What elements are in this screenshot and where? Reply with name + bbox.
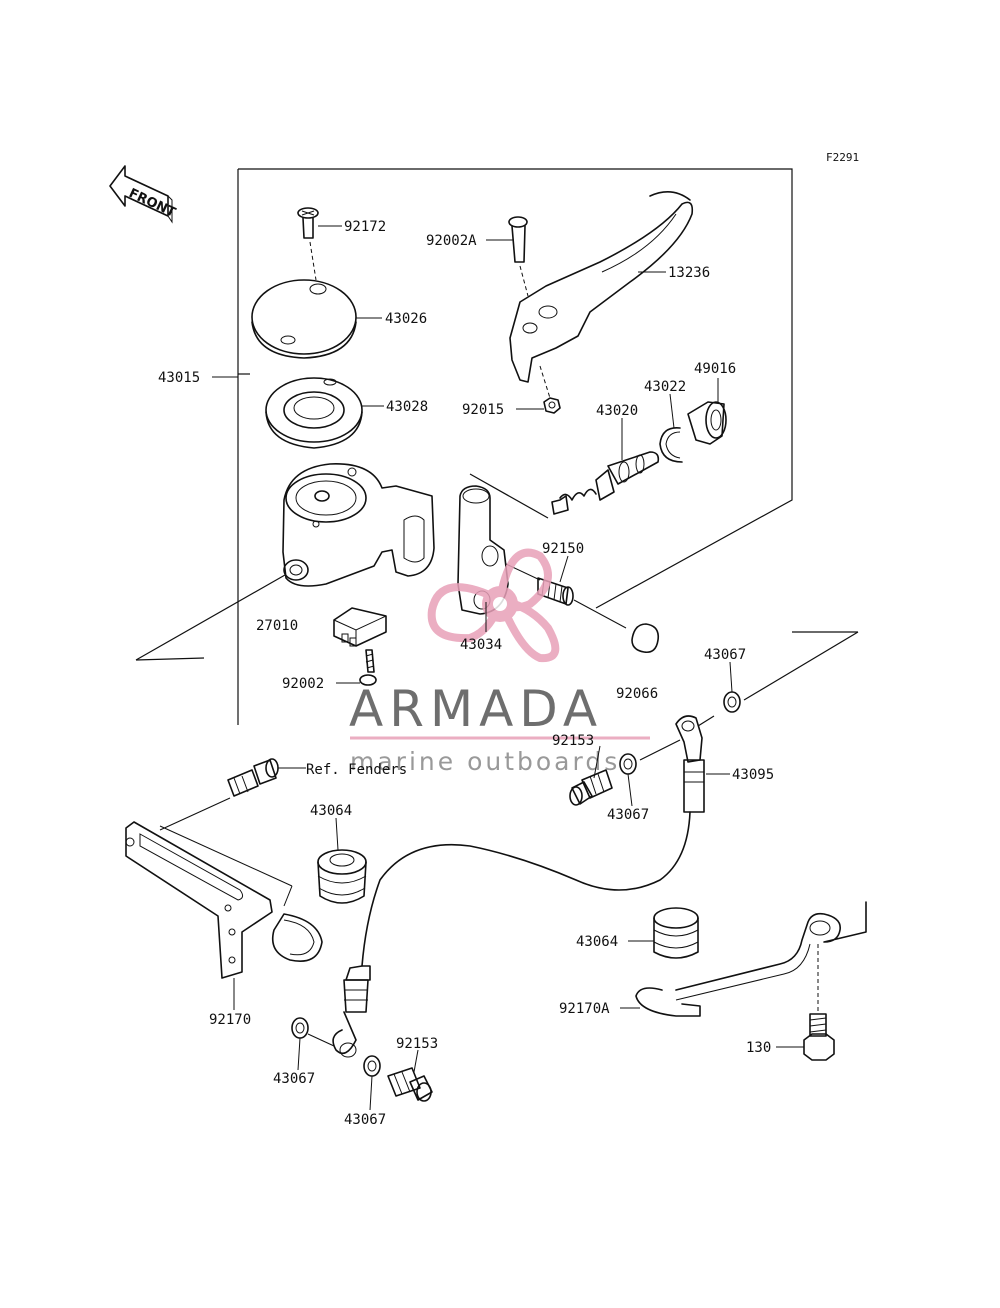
dust-boot-49016 (687, 401, 727, 445)
grommet-43064-left (317, 849, 367, 904)
clamp-loop-left (271, 913, 323, 962)
watermark-brand: ARMADA (349, 680, 603, 738)
bracket-92170a (635, 901, 867, 1017)
brake-hose-43095 (332, 715, 705, 1058)
circlip-43022 (659, 427, 683, 463)
label-43034: 43034 (460, 637, 502, 653)
label-92015: 92015 (462, 402, 504, 418)
bolt-130 (803, 944, 835, 1061)
figure-code: F2291 (826, 151, 859, 164)
watermark-tagline: marine outboards (350, 747, 620, 776)
label-43067-lower-left: 43067 (273, 1071, 315, 1087)
label-43067-upper: 43067 (607, 807, 649, 823)
front-arrow-icon: FRONT (109, 165, 178, 224)
label-43067-top: 43067 (704, 647, 746, 663)
label-43015: 43015 (158, 370, 200, 386)
label-ref-fenders: Ref. Fenders (306, 762, 407, 778)
label-43064-left: 43064 (310, 803, 352, 819)
mount-bolt (159, 758, 279, 831)
label-27010: 27010 (256, 618, 298, 634)
label-92002a: 92002A (426, 233, 477, 249)
washer-43067-upper-left (619, 753, 637, 775)
washer-43067-lower-left (291, 1017, 335, 1047)
switch-27010 (333, 607, 387, 647)
label-130: 130 (746, 1040, 771, 1056)
label-92153-lower: 92153 (396, 1036, 438, 1052)
front-label: FRONT (126, 186, 177, 221)
piston-kit-43020 (551, 451, 660, 515)
label-92150: 92150 (542, 541, 584, 557)
label-49016: 49016 (694, 361, 736, 377)
label-92170: 92170 (209, 1012, 251, 1028)
nut-92015 (539, 365, 561, 414)
banjo-bolt-92153-upper (569, 769, 613, 806)
assembly-frame (135, 168, 793, 725)
plug-cap (631, 623, 660, 654)
label-92170a: 92170A (559, 1001, 610, 1017)
reservoir-cap-43026 (251, 279, 357, 359)
screw-92002 (359, 649, 377, 686)
armada-watermark: ARMADA marine outboards (349, 548, 650, 776)
label-43095: 43095 (732, 767, 774, 783)
bolt-92150 (505, 563, 627, 629)
label-43026: 43026 (385, 311, 427, 327)
label-92153-upper: 92153 (552, 733, 594, 749)
label-43064-right: 43064 (576, 934, 618, 950)
label-43020: 43020 (596, 403, 638, 419)
leader-lines (212, 225, 804, 1111)
banjo-bolt-92153-lower (387, 1067, 433, 1102)
label-43028: 43028 (386, 399, 428, 415)
label-92172: 92172 (344, 219, 386, 235)
pivot-bolt-92002a (508, 216, 529, 297)
label-92002: 92002 (282, 676, 324, 692)
brake-lever-13236 (509, 191, 694, 383)
bracket-92170 (125, 821, 293, 979)
diaphragm-43028 (265, 377, 363, 449)
label-92066: 92066 (616, 686, 658, 702)
washer-43067-lower-right (363, 1055, 381, 1077)
washer-43067-upper-right (723, 691, 741, 713)
assembly-axis-lines (639, 631, 859, 761)
label-13236: 13236 (668, 265, 710, 281)
screw-92172 (297, 207, 319, 281)
propeller-logo-icon (427, 548, 560, 663)
label-43067-lower-right: 43067 (344, 1112, 386, 1128)
master-cylinder-body (282, 463, 435, 587)
part-labels: 92172 92002A 13236 43026 43015 43028 920… (158, 219, 774, 1128)
label-43022: 43022 (644, 379, 686, 395)
grommet-43064-right (653, 907, 699, 959)
